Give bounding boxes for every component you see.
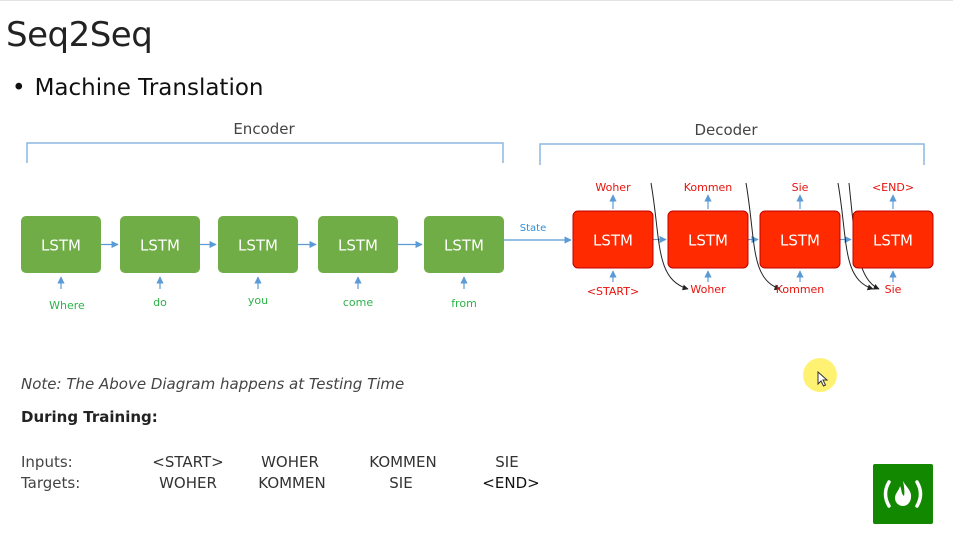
encoder-lstm-label: LSTM xyxy=(444,237,484,255)
encoder-input-word: Where xyxy=(49,299,85,312)
slide-title: Seq2Seq xyxy=(6,15,153,55)
feedback-curve-arrow xyxy=(650,182,689,291)
encoder-lstm-label: LSTM xyxy=(41,237,81,255)
encoder-lstm-label: LSTM xyxy=(238,237,278,255)
decoder-lstm-label: LSTM xyxy=(873,232,913,250)
decoder-lstm-cell xyxy=(852,210,934,269)
seq2seq-diagram: Encoder Decoder LSTM LSTM LSTM LSTM LSTM LSTM L… xyxy=(21,120,934,312)
feedback-curve-arrow xyxy=(837,182,874,291)
decoder-output-word: <END> xyxy=(872,181,914,194)
encoder-lstm-cell xyxy=(218,216,298,273)
training-input-token: WOHER xyxy=(261,453,319,471)
decoder-lstm-cell xyxy=(572,210,654,269)
decoder-lstm-cell xyxy=(759,210,841,269)
state-label: State xyxy=(520,223,546,234)
bullet-text: Machine Translation xyxy=(34,75,264,101)
decoder-input-word: Kommen xyxy=(776,283,825,296)
encoder-input-word: you xyxy=(248,294,268,307)
decoder-lstm-label: LSTM xyxy=(593,232,633,250)
decoder-output-word: Woher xyxy=(595,181,631,194)
encoder-bracket xyxy=(26,142,504,163)
training-input-token: <START> xyxy=(152,453,224,471)
decoder-input-word: Woher xyxy=(690,283,726,296)
bullet-item: • Machine Translation xyxy=(12,75,264,101)
freecodecamp-logo[interactable] xyxy=(873,464,933,524)
training-input-token: SIE xyxy=(495,453,519,471)
training-target-token: SIE xyxy=(389,474,413,492)
decoder-lstm-label: LSTM xyxy=(780,232,820,250)
decoder-lstm-cell xyxy=(667,210,749,269)
decoder-input-word: Sie xyxy=(885,283,902,296)
encoder-lstm-label: LSTM xyxy=(140,237,180,255)
encoder-lstm-cell xyxy=(424,216,504,273)
encoder-lstm-cell xyxy=(318,216,398,273)
feedback-curve-arrow xyxy=(745,182,781,291)
decoder-lstm-label: LSTM xyxy=(688,232,728,250)
decoder-output-word: Sie xyxy=(792,181,809,194)
testing-note: Note: The Above Diagram happens at Testi… xyxy=(21,375,405,393)
training-input-token: KOMMEN xyxy=(369,453,437,471)
decoder-label: Decoder xyxy=(694,121,758,139)
encoder-input-word: do xyxy=(153,296,167,309)
encoder-input-word: come xyxy=(343,296,373,309)
training-target-token: <END> xyxy=(482,474,540,492)
decoder-input-word: <START> xyxy=(587,285,639,298)
decoder-bracket xyxy=(539,143,925,165)
encoder-lstm-cell xyxy=(120,216,200,273)
mouse-cursor-icon xyxy=(817,371,829,387)
targets-label: Targets: xyxy=(21,474,81,492)
encoder-input-word: from xyxy=(451,297,477,310)
encoder-lstm-label: LSTM xyxy=(338,237,378,255)
training-target-token: WOHER xyxy=(159,474,217,492)
decoder-output-word: Kommen xyxy=(684,181,733,194)
training-heading: During Training: xyxy=(21,408,158,426)
encoder-lstm-cell xyxy=(21,216,101,273)
bullet-dot: • xyxy=(12,75,26,101)
encoder-label: Encoder xyxy=(233,120,295,138)
freecodecamp-fire-icon xyxy=(883,480,923,508)
training-target-token: KOMMEN xyxy=(258,474,326,492)
inputs-label: Inputs: xyxy=(21,453,73,471)
